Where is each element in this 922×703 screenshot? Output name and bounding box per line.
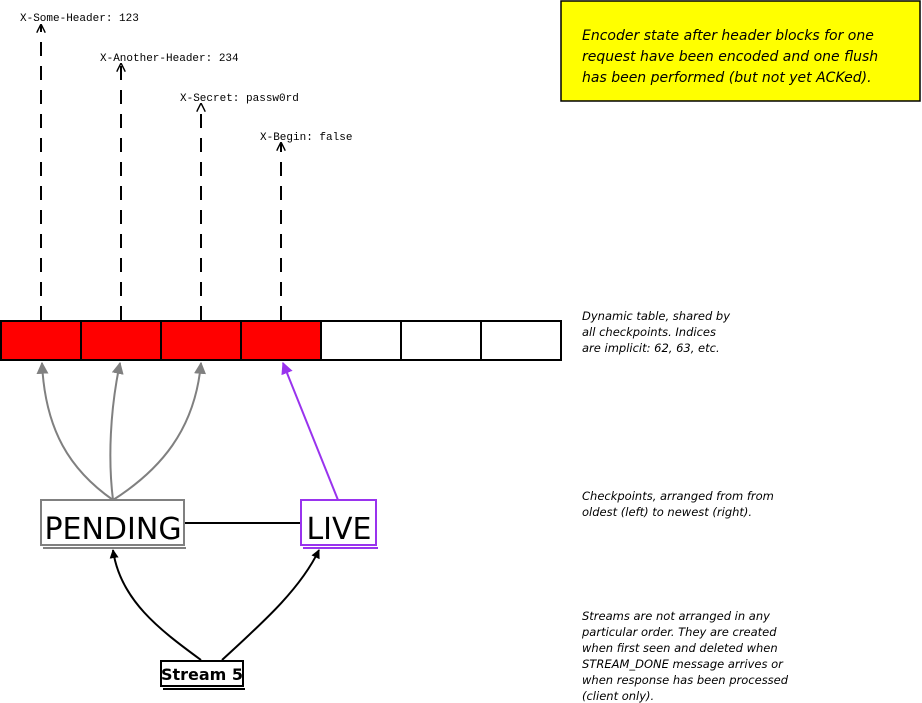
pending-checkpoint: PENDING	[40, 499, 186, 549]
table-note-line: are implicit: 62, 63, etc.	[582, 341, 720, 355]
stream-note-line: when first seen and deleted when	[582, 641, 778, 655]
table-entry-empty	[400, 320, 482, 361]
header-label: X-Another-Header: 234	[100, 53, 239, 65]
checkpoints-note-line: Checkpoints, arranged from from	[582, 489, 774, 503]
stream-note-line: STREAM_DONE message arrives or	[582, 657, 784, 671]
dynamic-table	[0, 320, 562, 361]
callout-line: request have been encoded and one flush	[582, 49, 878, 65]
callout-line: has been performed (but not yet ACKed).	[582, 70, 872, 86]
stream-note-line: Streams are not arranged in any	[582, 609, 770, 623]
table-entry-filled	[0, 320, 82, 361]
pending-arrows	[36, 361, 207, 501]
checkpoints-note-line: oldest (left) to newest (right).	[582, 505, 752, 519]
header-arrows	[41, 25, 281, 320]
table-entry-filled	[80, 320, 162, 361]
pending-reference-arrow	[112, 361, 207, 501]
table-entry-filled	[240, 320, 322, 361]
table-entry-empty	[480, 320, 562, 361]
pending-reference-arrow	[36, 361, 114, 501]
pending-reference-arrow	[109, 361, 124, 501]
stream-node: Stream 5	[160, 660, 245, 690]
stream-to-live-arrow	[221, 549, 320, 661]
table-note-line: Dynamic table, shared by	[582, 309, 730, 323]
table-entry-empty	[320, 320, 402, 361]
stream-label: Stream 5	[161, 665, 243, 684]
live-box	[300, 499, 377, 546]
stream-box	[160, 660, 244, 687]
stream-note-line: when response has been processed	[582, 673, 789, 687]
header-label: X-Secret: passw0rd	[180, 93, 299, 105]
live-reference-arrow	[281, 361, 339, 501]
stream-note-line: (client only).	[582, 689, 654, 703]
live-checkpoint: LIVE	[300, 499, 378, 549]
pending-label: PENDING	[44, 512, 181, 547]
stream-arrows	[109, 549, 320, 661]
stream-note-line: particular order. They are created	[581, 625, 777, 639]
stream-to-pending-arrow	[109, 549, 202, 661]
live-label: LIVE	[306, 512, 371, 547]
table-note-line: all checkpoints. Indices	[582, 325, 716, 339]
callout-line: Encoder state after header blocks for on…	[582, 28, 874, 44]
table-entry-filled	[160, 320, 242, 361]
header-label: X-Some-Header: 123	[20, 13, 139, 25]
pending-box	[40, 499, 185, 546]
callout-box	[560, 0, 921, 102]
header-label: X-Begin: false	[260, 132, 352, 144]
